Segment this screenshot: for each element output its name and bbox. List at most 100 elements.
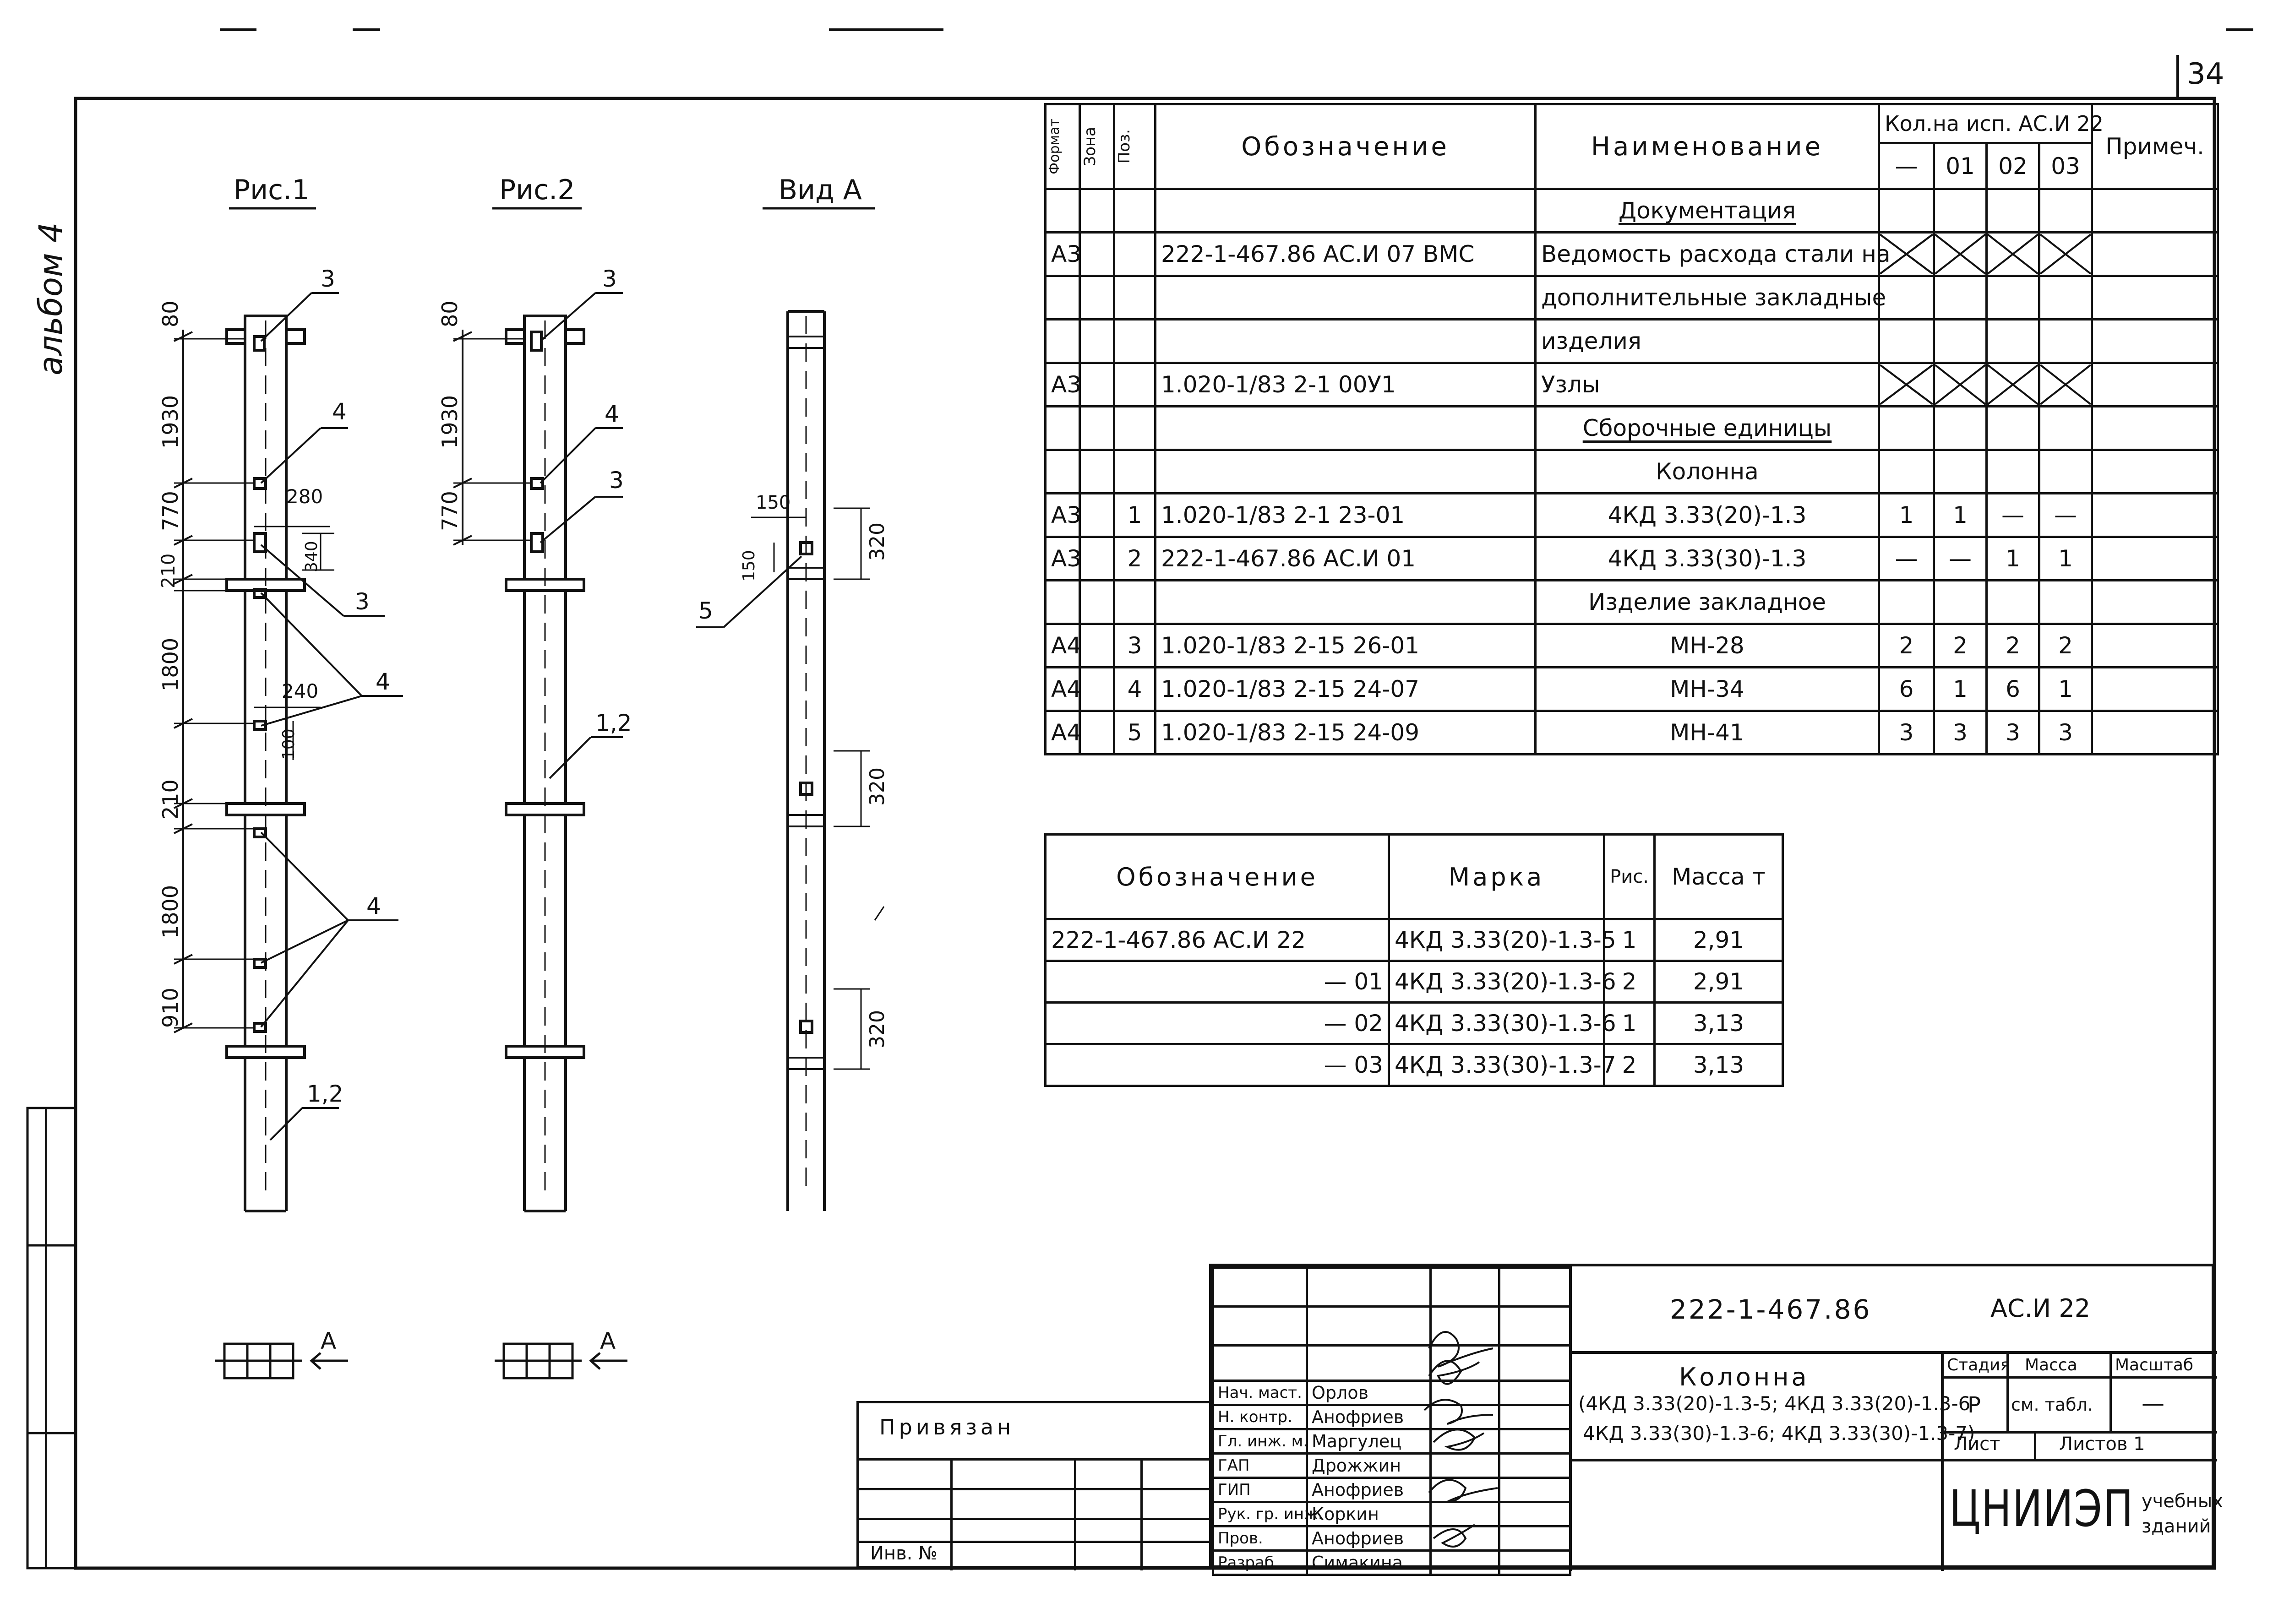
fig1-dim: 1800 [158,637,183,691]
spec-note [2091,188,2219,234]
viewA-title: Вид А [779,174,862,206]
fig1-callout: 4 [366,893,381,919]
viewA-dim: 320 [866,1010,889,1048]
spec-name: Узлы [1534,362,1880,407]
spec-qty: 1 [2038,666,2093,712]
spec-designation: 222-1-467.86 АС.И 01 [1154,536,1537,581]
header-qty-col: 03 [2038,142,2093,190]
spec-qty [1878,405,1935,451]
spec-qty [2038,362,2093,407]
fig1-dim: 1800 [158,885,183,939]
fig2-callout: 1,2 [595,710,632,736]
spec-designation [1154,275,1537,320]
spec-note [2091,449,2219,494]
spec-designation: 1.020-1/83 2-15 24-09 [1154,710,1537,755]
org-name: ЦНИИЭП [1949,1479,2134,1538]
spec-designation [1154,318,1537,364]
signature-cell [1429,1501,1500,1527]
spec-qty [1985,579,2040,625]
sheet-label: Лист [1954,1434,2000,1455]
spec-pos: 5 [1113,710,1156,755]
fig2-title: Рис.2 [499,174,575,206]
cross-out-mark [1879,234,1934,275]
spec-row: Колонна [1044,449,2219,494]
spec-qty [2038,579,2093,625]
fig1-title: Рис.1 [234,174,310,206]
spec-name: Сборочные единицы [1534,405,1880,451]
header-qty-col: — [1878,142,1935,190]
spec-name: дополнительные закладные [1534,275,1886,320]
spec-note [2091,579,2219,625]
spec-qty [1985,188,2040,234]
fig1-dim: 1930 [158,395,183,449]
spec-format [1044,318,1081,364]
spec-qty: 2 [1878,623,1935,668]
column-viewA [696,310,885,1211]
spec-designation [1154,405,1537,451]
cross-out-mark [2039,234,2092,275]
spec-qty: — [1878,536,1935,581]
date-cell [1498,1380,1571,1406]
mark-header-mass: Масса т [1653,833,1784,920]
spec-note [2091,492,2219,538]
mark-mass: 3,13 [1653,1043,1784,1087]
mark-header-mark: Марка [1388,833,1605,920]
date-cell [1498,1525,1571,1552]
spec-qty: — [1985,492,2040,538]
fig1-dim: 210 [158,553,179,588]
spec-qty: 6 [1985,666,2040,712]
mark-mark: 4КД 3.33(20)-1.3-5 [1388,918,1616,962]
section-arrow-label: А [600,1328,616,1354]
fig2-callout: 4 [605,401,619,427]
spec-name: Изделие закладное [1534,579,1880,625]
mass-label: Масса [2025,1356,2077,1374]
fig2-callout: 3 [609,467,624,494]
spec-qty: 2 [1985,623,2040,668]
spec-format: А3 [1044,492,1081,538]
cross-out-mark [1987,364,2039,405]
spec-qty [1985,318,2040,364]
signature-role: Гл. инж. м. [1212,1428,1308,1455]
signature-name: Маргулец [1306,1428,1432,1455]
privyazan-label: Привязан [879,1415,1015,1439]
spec-section-title: Сборочные единицы [1582,415,1832,441]
spec-pos [1113,362,1156,407]
mark-designation: — 02 [1044,1001,1390,1045]
inv-label: Инв. № [870,1543,938,1564]
spec-zone [1079,710,1115,755]
spec-qty [2038,449,2093,494]
spec-pos [1113,188,1156,234]
spec-zone [1079,449,1115,494]
spec-qty [2038,275,2093,320]
spec-qty [1985,449,2040,494]
mark-fig: 1 [1603,918,1656,962]
spec-format: А3 [1044,362,1081,407]
spec-note [2091,318,2219,364]
spec-qty [1933,231,1988,277]
spec-qty: 3 [2038,710,2093,755]
spec-zone [1079,405,1115,451]
doc-subtitle: 4КД 3.33(30)-1.3-6; 4КД 3.33(30)-1.3-7) [1583,1422,1975,1445]
signature-name: Орлов [1306,1380,1432,1406]
spec-note [2091,710,2219,755]
header-designation: Обозначение [1154,103,1537,190]
spec-pos [1113,318,1156,364]
privyazan-block: Привязан Инв. № [856,1401,1214,1570]
spec-format [1044,275,1081,320]
spec-qty [1985,362,2040,407]
signature-name: Анофриев [1306,1525,1432,1552]
scale-label: Масштаб [2115,1356,2194,1374]
mark-mass: 2,91 [1653,960,1784,1004]
date-cell [1498,1428,1571,1455]
signature-role: Разраб. [1212,1549,1308,1576]
header-zone: Зона [1081,127,1099,166]
spec-qty [1985,231,2040,277]
sheet-number: 34 [2187,57,2224,91]
mark-designation: 222-1-467.86 АС.И 22 [1044,918,1390,962]
spec-pos [1113,579,1156,625]
cross-out-mark [1934,364,1986,405]
viewA-callout: 5 [698,597,713,624]
